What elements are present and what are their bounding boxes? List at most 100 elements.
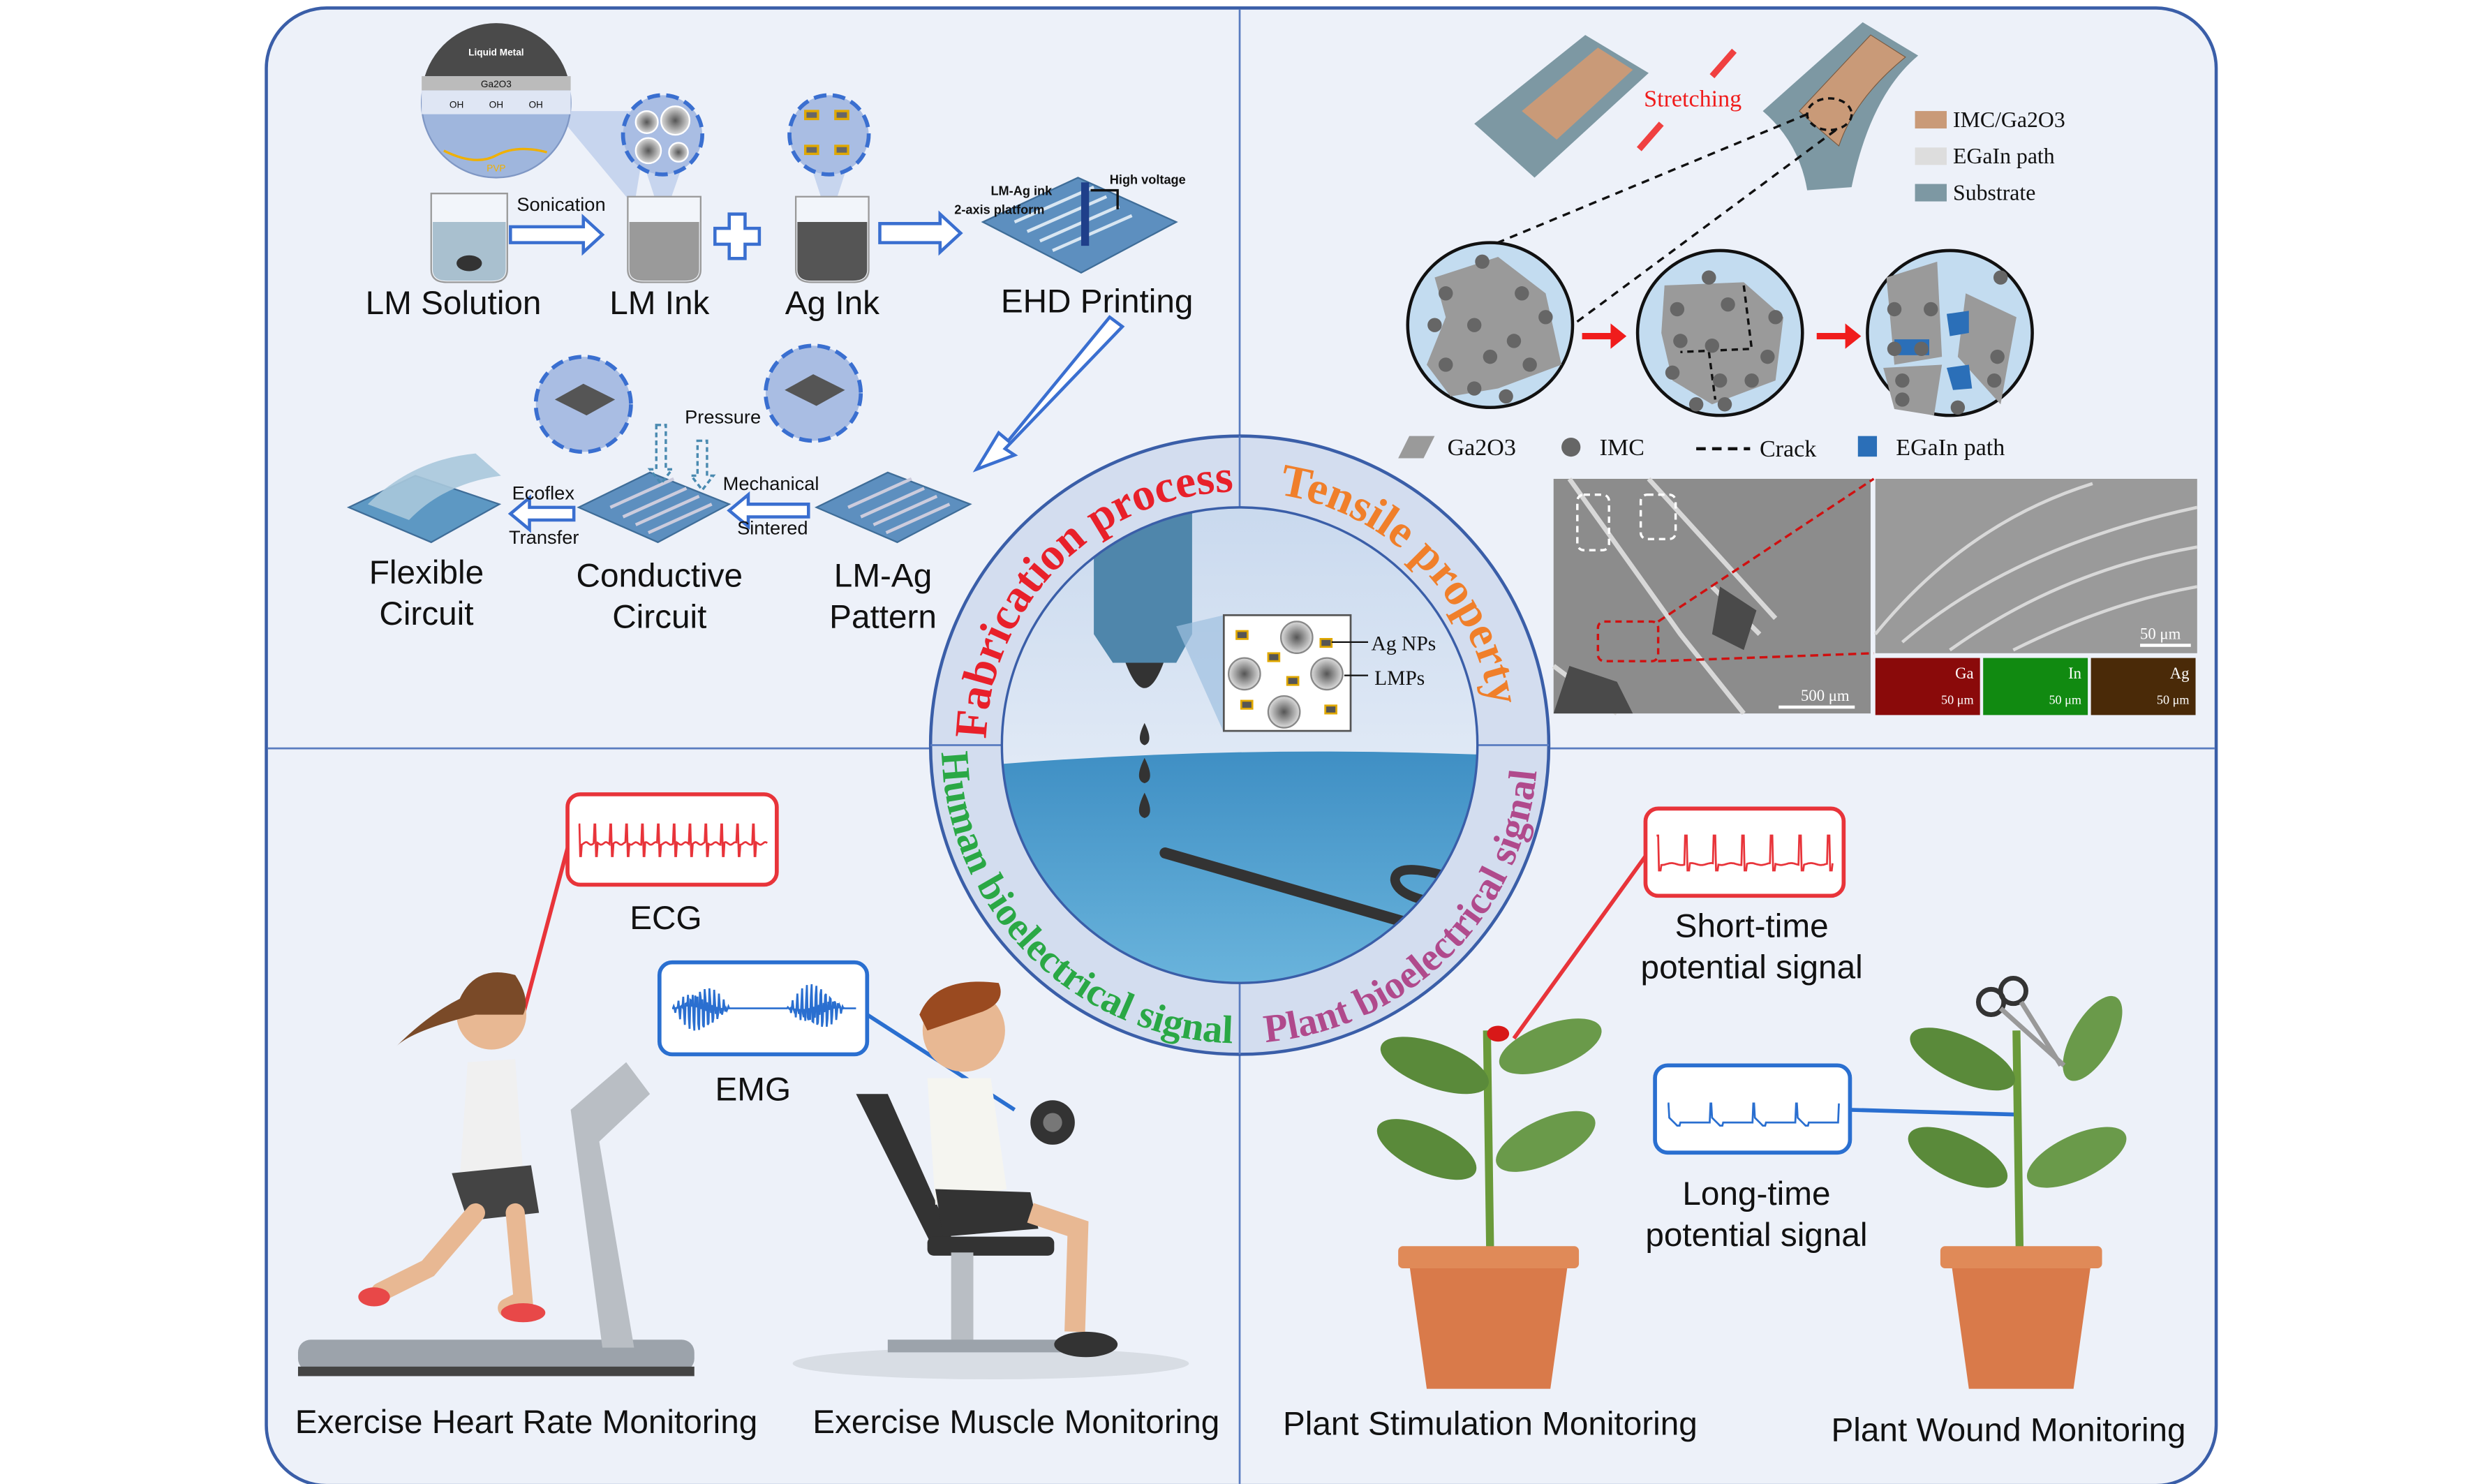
oh-label: OH	[528, 100, 542, 110]
runner-on-treadmill-illustration	[297, 972, 695, 1377]
eds-element-label: In	[2068, 665, 2082, 682]
imc-dot	[1895, 373, 1910, 388]
potted-plant-with-scissors-illustration	[1908, 975, 2127, 1389]
imc-dot	[1721, 297, 1735, 312]
imc-dots	[1427, 254, 2008, 415]
conductive-circuit-label: Circuit	[612, 598, 706, 635]
lm-ag-ink-label: LM-Ag ink	[990, 184, 1053, 198]
emg-waveform	[671, 984, 856, 1031]
imc-dot	[1717, 397, 1732, 412]
imc-dot	[1673, 334, 1688, 348]
imc-dot	[1895, 392, 1910, 407]
conductive-circuit-illustration	[533, 355, 731, 544]
sem-image-zoom: 50 μm	[1874, 478, 2198, 653]
imc-dot	[1466, 381, 1482, 396]
legend-swatch	[1915, 147, 1947, 165]
eds-map-ga	[1875, 658, 1980, 715]
plus-icon	[713, 212, 762, 260]
imc-dot	[1993, 270, 2008, 285]
imc-dot	[1688, 397, 1704, 412]
sintered-label: Sintered	[737, 517, 808, 538]
muscle-monitoring-label: Exercise Muscle Monitoring	[812, 1404, 1219, 1441]
imc-dot	[1760, 349, 1775, 364]
arrow-left-icon	[727, 491, 810, 530]
imc-dot	[1744, 373, 1759, 388]
legend-label: IMC/Ga2O3	[1953, 107, 2065, 132]
imc-dot	[1483, 349, 1498, 364]
liquid-metal-label: Liquid Metal	[468, 47, 523, 58]
eds-map-in	[1983, 658, 2088, 715]
short-time-label: potential signal	[1641, 949, 1863, 986]
imc-dot	[1887, 341, 1902, 356]
scissors-icon	[1975, 975, 2066, 1067]
ag-ink-bubble	[787, 93, 871, 223]
ehd-printing-label: EHD Printing	[1001, 283, 1194, 320]
imc-dot	[1768, 310, 1783, 325]
imc-dot	[1990, 349, 2005, 364]
pressure-label: Pressure	[685, 406, 761, 427]
ag-nps-label: Ag NPs	[1372, 632, 1436, 655]
imc-dot	[1665, 365, 1680, 380]
oxide-label: Ga2O3	[481, 79, 512, 89]
imc-dot	[1522, 357, 1537, 372]
imc-dot	[1950, 400, 1966, 415]
heart-rate-monitoring-label: Exercise Heart Rate Monitoring	[295, 1404, 758, 1441]
sem-zoom-scale-label: 50 μm	[2140, 625, 2181, 642]
high-voltage-label: High voltage	[1110, 173, 1186, 187]
ink-composition-inset: Ag NPs LMPs	[1222, 614, 1436, 732]
eds-element-label: Ga	[1955, 665, 1973, 682]
lm-ag-pattern-illustration	[764, 343, 972, 544]
pressure-arrow-icon	[647, 424, 675, 486]
plant-stimulation-label: Plant Stimulation Monitoring	[1283, 1405, 1698, 1442]
potted-plant-with-insect-illustration	[1376, 1018, 1602, 1389]
oh-label: OH	[489, 100, 503, 110]
flexible-circuit-label: Circuit	[379, 595, 473, 632]
imc-dot	[1924, 302, 1938, 317]
lmps-label: LMPs	[1374, 667, 1425, 690]
man-on-gym-machine-illustration	[792, 981, 1189, 1380]
legend-label: EGaIn path	[1953, 144, 2055, 168]
parallelogram-icon	[1398, 436, 1435, 459]
oh-label: OH	[450, 100, 463, 110]
lm-ink-label: LM Ink	[609, 285, 709, 322]
eds-map-ag	[2090, 658, 2196, 715]
ecoflex-label: Ecoflex	[512, 482, 575, 504]
legend-crack-label: Crack	[1760, 436, 1817, 462]
conductive-circuit-label: Conductive	[577, 557, 743, 594]
arrow-left-icon	[507, 494, 576, 533]
lm-ink-bubble	[621, 93, 704, 223]
human-quadrant: ECG EMG	[295, 792, 1219, 1441]
imc-dot	[1475, 254, 1490, 269]
fabrication-quadrant: Liquid Metal Ga2O3 OH OH OH PVP	[346, 23, 1194, 635]
eds-scale-label: 50 μm	[1941, 692, 1974, 706]
imc-dot	[1515, 286, 1529, 301]
legend-swatch	[1915, 184, 1947, 202]
ehd-printer	[981, 177, 1178, 274]
mechanical-label: Mechanical	[723, 473, 819, 494]
imc-dot	[1914, 341, 1929, 356]
imc-dot	[1670, 302, 1685, 317]
sem-image-main: 500 μm	[1552, 477, 1875, 715]
flexible-circuit-illustration	[346, 453, 502, 544]
stretching-label: Stretching	[1644, 86, 1742, 112]
arrow-right-icon	[509, 214, 605, 256]
imc-dot	[1887, 302, 1902, 317]
beaker-lm-ink	[627, 195, 701, 283]
short-time-label: Short-time	[1675, 907, 1829, 944]
sem-scale-label: 500 μm	[1801, 687, 1850, 704]
imc-dot	[1427, 318, 1442, 332]
flexible-circuit-label: Flexible	[369, 554, 484, 591]
legend-egain-label: EGaIn path	[1896, 435, 2005, 461]
legend-ga2o3-label: Ga2O3	[1448, 435, 1516, 461]
imc-dot	[1506, 334, 1522, 348]
imc-dot	[1705, 338, 1720, 353]
lm-solution-label: LM Solution	[366, 285, 542, 322]
short-time-waveform	[1656, 834, 1834, 872]
long-time-label: potential signal	[1645, 1217, 1867, 1254]
imc-dot	[1466, 318, 1482, 332]
long-time-waveform	[1668, 1102, 1840, 1127]
plant-wound-label: Plant Wound Monitoring	[1832, 1412, 2186, 1449]
blue-square-icon	[1857, 436, 1878, 457]
